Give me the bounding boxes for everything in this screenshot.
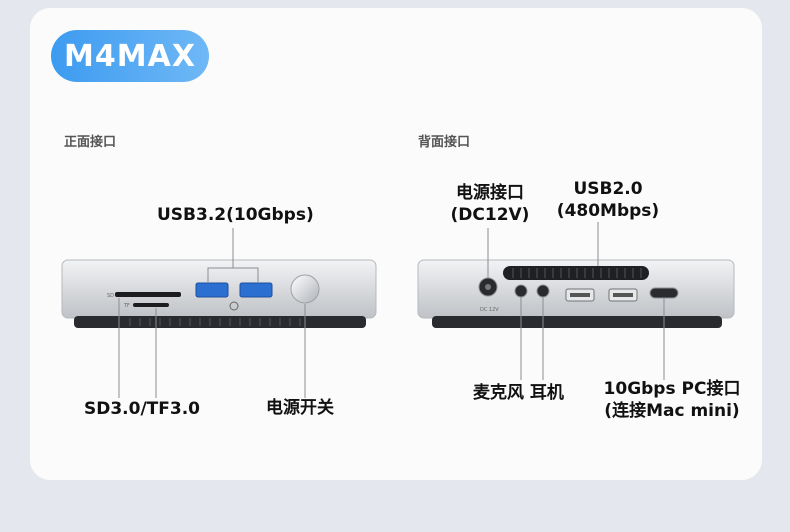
tiny-tf-label: TF <box>123 303 130 309</box>
usb3-port-1 <box>195 282 229 298</box>
usb2-label-line1: USB2.0 <box>573 179 643 199</box>
tiny-dc-label: DC 12V <box>480 307 499 313</box>
pc-port-label-line2: (连接Mac mini) <box>604 401 740 421</box>
tiny-sd-label: SD <box>107 293 114 299</box>
pc-port-label-line1: 10Gbps PC接口 <box>603 379 741 399</box>
back-device <box>417 222 735 380</box>
usb3-port-2 <box>239 282 273 298</box>
product-card <box>30 8 762 480</box>
sd-slot <box>115 292 181 297</box>
power-port-label: 电源接口 (DC12V) <box>440 182 540 226</box>
usb2-label-line2: (480Mbps) <box>556 201 660 221</box>
brand-badge: M4MAX <box>51 30 209 82</box>
sd-tf-label: SD3.0/TF3.0 <box>84 399 201 419</box>
back-section-label: 背面接口 <box>418 135 471 150</box>
tf-slot <box>133 303 169 307</box>
rear-vent <box>503 266 649 280</box>
front-device <box>61 228 377 398</box>
power-port-label-line1: 电源接口 <box>456 183 524 203</box>
usb3-label: USB3.2(10Gbps) <box>157 205 314 225</box>
power-switch-label: 电源开关 <box>266 398 334 418</box>
pc-port-label: 10Gbps PC接口 (连接Mac mini) <box>592 378 752 422</box>
front-section-label: 正面接口 <box>64 135 117 150</box>
usb2-label: USB2.0 (480Mbps) <box>548 178 668 222</box>
power-button-graphic <box>290 274 320 304</box>
power-port-label-line2: (DC12V) <box>450 205 530 225</box>
mic-earphone-label: 麦克风 耳机 <box>473 383 564 403</box>
